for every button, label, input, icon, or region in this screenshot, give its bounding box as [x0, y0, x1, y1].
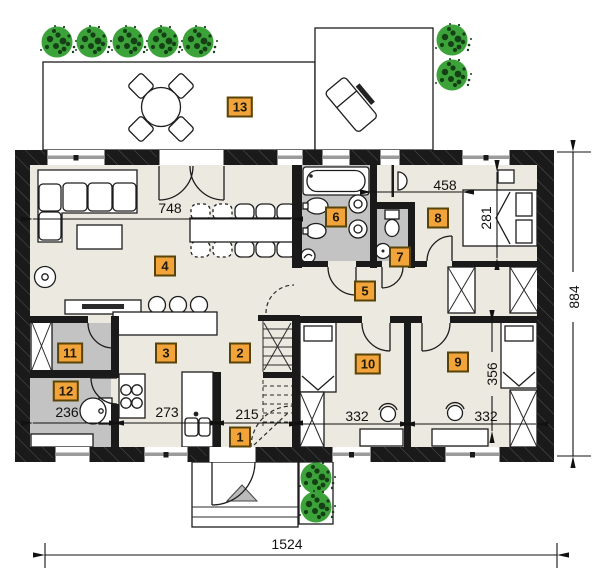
room-label-7: 7 — [389, 246, 411, 268]
room-label-6: 6 — [325, 206, 347, 228]
kitchen-stove — [118, 373, 146, 419]
dim-house-width: 1524 — [271, 536, 303, 552]
room-label-4: 4 — [154, 255, 176, 277]
dim-bedroom8-width: 458 — [433, 177, 457, 193]
coffee-table — [76, 224, 123, 250]
room-label-1: 1 — [229, 426, 251, 448]
staircase — [262, 321, 292, 428]
wardrobe-10 — [299, 391, 325, 448]
desk-chair-9 — [445, 401, 465, 422]
dim-hall-width: 215 — [235, 406, 259, 422]
kitchen-island — [112, 295, 218, 336]
room-label-8: 8 — [427, 207, 449, 229]
room-label-12: 12 — [52, 380, 80, 402]
tv-bench — [64, 299, 142, 315]
bar-stool — [189, 295, 209, 315]
desk-9 — [431, 428, 489, 447]
bed-single-9 — [500, 321, 538, 389]
dim-wc-width: 236 — [55, 404, 79, 420]
dim-living-width: 748 — [158, 200, 182, 216]
dining-chairs — [190, 203, 297, 258]
closet-hall — [447, 266, 539, 314]
bar-stool — [147, 295, 167, 315]
wood-stove — [33, 265, 57, 289]
dimension-lines — [20, 139, 591, 568]
room-label-13: 13 — [226, 96, 254, 118]
sofa-sectional — [37, 169, 138, 243]
dim-house-depth: 884 — [566, 285, 582, 309]
desk-chair-10 — [378, 402, 398, 423]
dim-bedroom9-depth: 356 — [484, 362, 500, 386]
room-label-3: 3 — [155, 342, 177, 364]
terrace-door-opening — [158, 150, 225, 165]
washing-machine — [348, 194, 368, 239]
sun-lounger — [325, 77, 377, 132]
desk-10 — [359, 428, 404, 447]
kitchen-sink-counter — [181, 371, 214, 448]
nightstand — [497, 169, 515, 184]
bed-double — [462, 189, 538, 247]
entrance-door-opening — [208, 447, 257, 462]
wardrobe-room11 — [30, 319, 53, 373]
garden-table — [128, 73, 194, 142]
dining-table — [189, 217, 298, 243]
floor-drain — [300, 248, 316, 264]
room-label-11: 11 — [57, 342, 83, 364]
door-swings — [87, 165, 453, 506]
bathtub — [302, 166, 370, 196]
room-label-10: 10 — [354, 353, 382, 375]
room-label-2: 2 — [229, 342, 251, 364]
bar-stool — [168, 295, 188, 315]
toilet-room12 — [30, 397, 113, 448]
entrance-porch — [191, 461, 299, 528]
dim-bedroom9-width: 332 — [474, 408, 498, 424]
dim-bedroom10-width: 332 — [345, 408, 369, 424]
washbasin — [302, 197, 329, 215]
dim-kitchen-width: 273 — [155, 404, 179, 420]
dim-bedroom8-depth: 281 — [478, 206, 494, 230]
room-label-5: 5 — [354, 280, 376, 302]
bed-single-10 — [299, 321, 337, 393]
bidet — [302, 222, 327, 240]
wardrobe-9 — [509, 389, 538, 448]
room-label-9: 9 — [447, 351, 469, 373]
toilet-wc — [384, 209, 400, 238]
